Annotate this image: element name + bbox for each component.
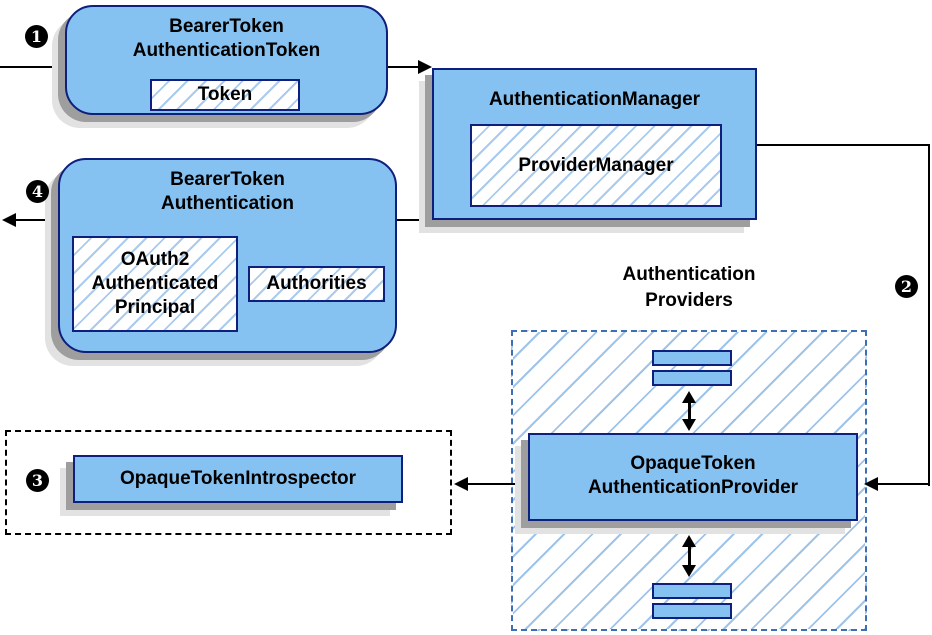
step-badge-1: 1 [25,25,48,48]
provider-stack-bar-2 [652,370,732,386]
provider-stack-bar-4 [652,603,732,619]
step-badge-2: 2 [895,275,918,298]
member-authorities: Authorities [248,266,385,302]
node-bearer-token-authentication-title: BearerToken Authentication [161,169,294,214]
flow-line-request-in [0,66,65,68]
step-badge-4: 4 [26,180,49,203]
bidirectional-arrow-bottom-uphead [682,535,696,547]
arrowhead-provider-to-introspector [454,477,468,491]
flow-line-into-provider [878,483,930,485]
member-token: Token [150,79,300,111]
node-opaque-token-authentication-provider-title: OpaqueToken AuthenticationProvider [587,453,799,498]
bidirectional-arrow-top-uphead [682,391,696,403]
node-opaque-token-authentication-provider: OpaqueToken AuthenticationProvider [528,433,858,521]
arrowhead-token-to-manager [418,60,432,74]
node-authentication-manager-title: AuthenticationManager [488,89,701,110]
authentication-providers-label: Authentication Providers [622,264,756,311]
flow-line-authentication-out [16,219,58,221]
step-badge-3: 3 [26,469,49,492]
flow-line-token-to-manager [388,66,419,68]
provider-stack-bar-1 [652,350,732,366]
member-oauth2-authenticated-principal-label: OAuth2 Authenticated Principal [91,249,219,318]
node-opaque-token-introspector: OpaqueTokenIntrospector [73,455,403,503]
arrowhead-authentication-out [2,213,16,227]
flow-line-manager-to-provider-vertical [928,144,930,486]
flow-line-manager-to-provider-horizontal [757,144,930,146]
bidirectional-arrow-bottom-shaft [688,545,691,567]
node-bearer-token-authentication-token-title: BearerToken AuthenticationToken [132,16,321,61]
member-provider-manager: ProviderManager [470,124,722,207]
flow-line-provider-to-introspector [468,483,528,485]
bidirectional-arrow-bottom-downhead [682,565,696,577]
provider-stack-bar-3 [652,583,732,599]
arrowhead-into-provider [864,477,878,491]
bidirectional-arrow-top-downhead [682,419,696,431]
flow-line-manager-to-authentication [397,219,432,221]
bidirectional-arrow-top-shaft [688,401,691,421]
member-oauth2-authenticated-principal: OAuth2 Authenticated Principal [72,236,238,332]
